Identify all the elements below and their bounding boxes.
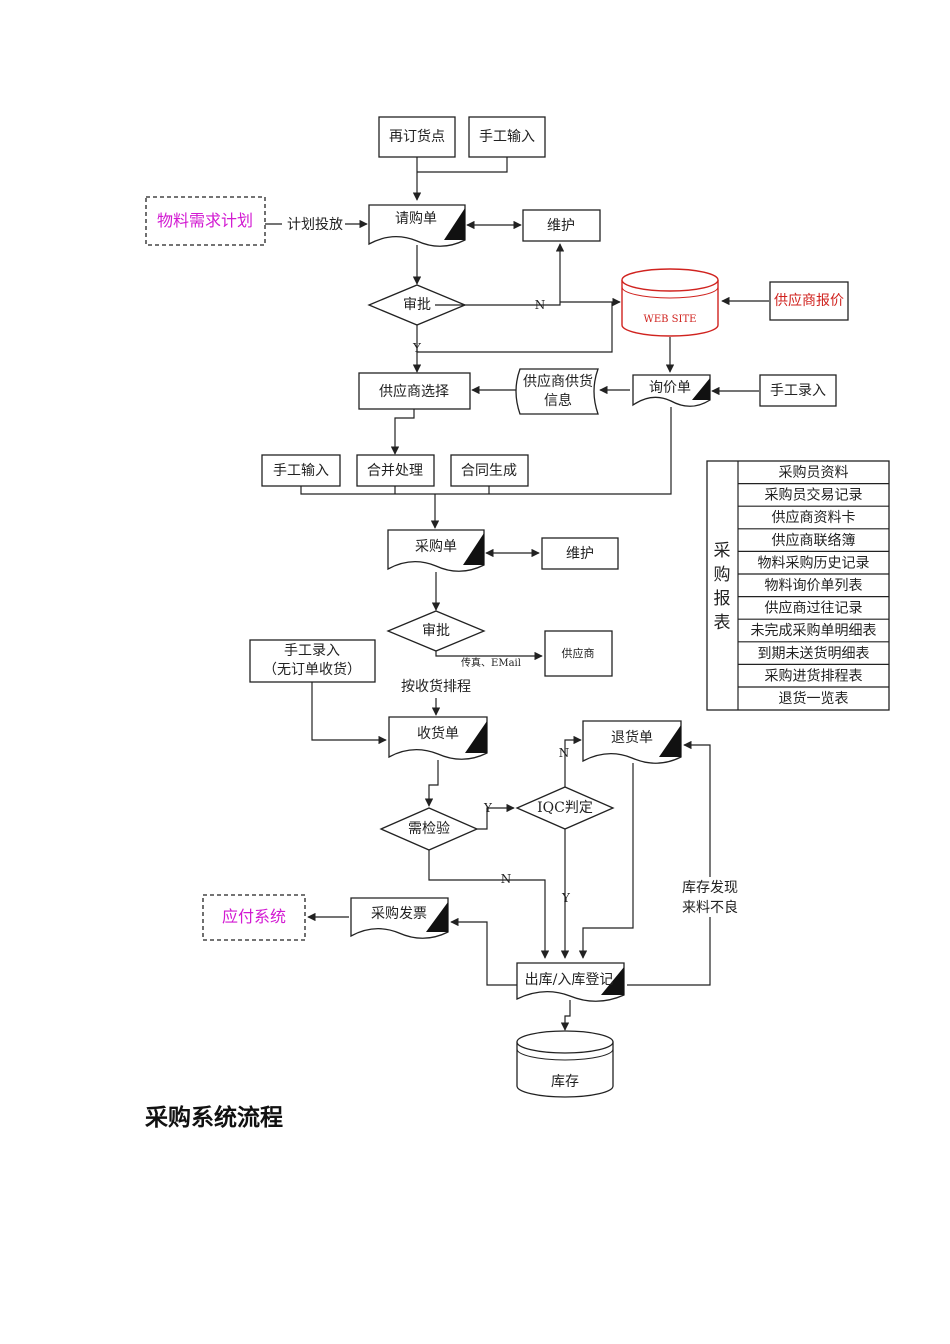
approve2-diamond: 审批 xyxy=(386,610,486,652)
svg-text:购: 购 xyxy=(714,565,731,585)
svg-text:收货单: 收货单 xyxy=(417,725,459,742)
n-label-2: N xyxy=(559,746,570,760)
y-label-2: Y xyxy=(483,801,493,815)
svg-text:报: 报 xyxy=(714,589,731,609)
svg-text:手工录入: 手工录入 xyxy=(284,643,340,659)
svg-text:供应商报价: 供应商报价 xyxy=(774,292,844,309)
approve1-diamond: 审批 xyxy=(367,284,467,326)
svg-text:供应商选择: 供应商选择 xyxy=(379,383,449,400)
fax-email-label: 传真、EMail xyxy=(461,656,521,669)
report-item: 供应商资料卡 xyxy=(772,509,856,526)
svg-text:合同生成: 合同生成 xyxy=(461,463,517,479)
svg-text:供应商供货: 供应商供货 xyxy=(523,373,593,390)
report-item: 采购员交易记录 xyxy=(765,487,863,504)
report-item: 供应商联络簿 xyxy=(772,532,856,549)
svg-text:（无订单收货）: （无订单收货） xyxy=(263,661,361,678)
svg-text:应付系统: 应付系统 xyxy=(222,907,286,926)
manual-entry-right-box: 手工录入 xyxy=(759,374,837,407)
svg-text:库存发现: 库存发现 xyxy=(682,880,738,896)
report-item: 退货一览表 xyxy=(779,690,849,707)
svg-text:请购单: 请购单 xyxy=(395,211,437,227)
requisition-doc: 请购单 xyxy=(368,204,466,247)
website-db: WEB SITE xyxy=(621,268,719,337)
report-item: 物料询价单列表 xyxy=(765,578,863,594)
inquiry-doc: 询价单 xyxy=(632,374,711,407)
svg-text:询价单: 询价单 xyxy=(649,380,691,396)
receipt-doc: 收货单 xyxy=(388,716,488,760)
svg-text:WEB SITE: WEB SITE xyxy=(644,314,697,325)
inventory-db: 库存 xyxy=(516,1030,614,1098)
svg-text:手工输入: 手工输入 xyxy=(273,463,329,479)
payable-box: 应付系统 xyxy=(202,894,306,941)
manual-receipt-box: 手工录入 （无订单收货） xyxy=(249,639,376,683)
manual-input-top-box: 手工输入 xyxy=(468,116,546,158)
schedule-label: 按收货排程 xyxy=(401,678,471,695)
svg-text:审批: 审批 xyxy=(422,623,450,639)
report-item: 采购员资料 xyxy=(779,465,849,481)
svg-text:来料不良: 来料不良 xyxy=(682,900,738,916)
y-label-3: Y xyxy=(561,891,571,905)
svg-text:信息: 信息 xyxy=(544,392,572,409)
svg-text:维护: 维护 xyxy=(566,546,594,562)
svg-text:需检验: 需检验 xyxy=(408,821,450,837)
contract-box: 合同生成 xyxy=(450,454,529,487)
return-note-doc: 退货单 xyxy=(582,720,682,764)
supplier-info-shape: 供应商供货 信息 xyxy=(515,368,599,415)
report-item: 供应商过往记录 xyxy=(765,600,863,617)
plan-release-label: 计划投放 xyxy=(287,217,343,233)
merge-box: 合并处理 xyxy=(356,454,435,487)
report-item: 采购进货排程表 xyxy=(765,667,863,684)
svg-text:手工输入: 手工输入 xyxy=(479,129,535,145)
svg-text:采购发票: 采购发票 xyxy=(371,906,427,922)
reports-table: 采 购 报 表 采购员资料采购员交易记录供应商资料卡供应商联络簿物料采购历史记录… xyxy=(706,460,890,711)
svg-text:供应商: 供应商 xyxy=(562,646,595,660)
report-item: 物料采购历史记录 xyxy=(758,555,870,571)
supplier-box: 供应商 xyxy=(544,630,613,677)
iqc-diamond: IQC判定 xyxy=(515,786,615,830)
svg-text:库存: 库存 xyxy=(551,1074,579,1090)
need-inspect-diamond: 需检验 xyxy=(379,807,479,851)
stock-defect-label: 库存发现 来料不良 xyxy=(680,877,740,917)
svg-text:再订货点: 再订货点 xyxy=(389,128,445,145)
y-label-1: Y xyxy=(412,341,422,355)
io-register-doc: 出库/入库登记 xyxy=(516,962,625,1002)
invoice-doc: 采购发票 xyxy=(350,897,449,939)
report-item: 到期未送货明细表 xyxy=(758,645,870,662)
maintain2-box: 维护 xyxy=(541,537,619,570)
svg-text:采: 采 xyxy=(714,541,731,561)
svg-text:表: 表 xyxy=(714,613,731,633)
reorder-point-box: 再订货点 xyxy=(378,116,456,158)
n-label-1: N xyxy=(535,298,546,312)
svg-text:采购单: 采购单 xyxy=(415,539,457,555)
supplier-select-box: 供应商选择 xyxy=(358,372,471,410)
page-title: 采购系统流程 xyxy=(145,1105,283,1131)
svg-text:物料需求计划: 物料需求计划 xyxy=(157,211,253,230)
svg-text:审批: 审批 xyxy=(403,297,431,313)
svg-text:退货单: 退货单 xyxy=(611,729,653,746)
purchase-order-doc: 采购单 xyxy=(387,529,485,572)
mrp-box: 物料需求计划 xyxy=(145,196,266,246)
svg-text:维护: 维护 xyxy=(547,218,575,234)
svg-text:出库/入库登记: 出库/入库登记 xyxy=(525,972,614,988)
svg-text:手工录入: 手工录入 xyxy=(770,383,826,399)
supplier-quote-box: 供应商报价 xyxy=(769,281,849,321)
n-label-3: N xyxy=(501,872,512,886)
report-item: 未完成采购单明细表 xyxy=(751,623,877,639)
svg-text:合并处理: 合并处理 xyxy=(367,463,423,479)
manual-input-mid-box: 手工输入 xyxy=(261,454,341,487)
svg-text:IQC判定: IQC判定 xyxy=(537,800,593,816)
maintain1-box: 维护 xyxy=(522,209,601,242)
